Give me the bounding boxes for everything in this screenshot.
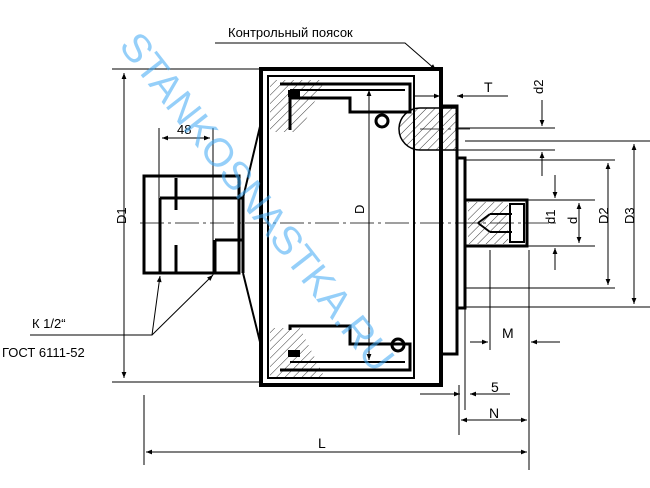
dimension-lines (30, 42, 650, 470)
callout-label: Контрольный поясок (228, 25, 353, 40)
dim-D1: D1 (114, 207, 129, 224)
dim-D: D (352, 205, 367, 214)
thread-label-line2: ГОСТ 6111-52 (2, 345, 85, 360)
seal-top (288, 90, 300, 97)
dim-D3: D3 (622, 207, 637, 224)
dim-D2: D2 (596, 207, 611, 224)
hatch-top (270, 80, 325, 132)
dim-L: L (318, 435, 326, 451)
dim-5: 5 (491, 379, 499, 395)
hatch-shaft (468, 202, 508, 244)
dim-T: T (484, 79, 493, 95)
center-lines (140, 128, 560, 224)
thread-label-line1: К 1/2“ (32, 316, 66, 331)
dim-d: d (565, 217, 580, 224)
dim-d2: d2 (531, 80, 546, 94)
dim-d1: d1 (543, 210, 558, 224)
seal-bottom (288, 350, 300, 357)
dim-M: M (502, 325, 514, 341)
dim-N: N (489, 405, 499, 421)
dim-48: 48 (177, 122, 191, 137)
